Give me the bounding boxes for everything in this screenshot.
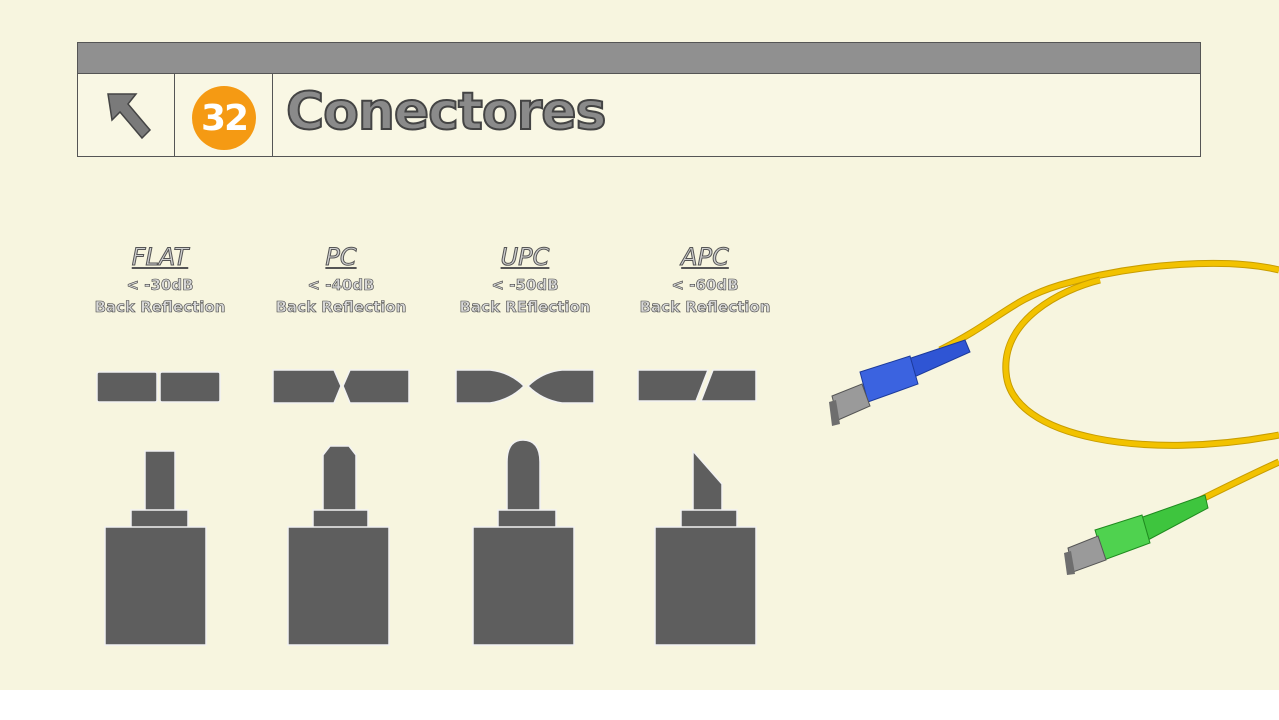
- patch-cable-illustration: [829, 259, 1279, 575]
- connector-label-upc: UPC < -50dB Back REflection: [445, 240, 605, 318]
- header-divider: [174, 74, 175, 156]
- slide-header: 32 Conectores: [77, 42, 1201, 157]
- reflection-label: Back Reflection: [94, 298, 226, 317]
- bottom-strip: [0, 690, 1279, 720]
- reflection-label: Back REflection: [459, 298, 591, 317]
- blue-connector: [829, 339, 971, 426]
- reflection-value: < -60dB: [671, 276, 739, 295]
- apc-ferrule: [654, 449, 757, 646]
- connector-name: FLAT: [131, 243, 189, 272]
- slide-number-badge: 32: [192, 86, 256, 150]
- reflection-label: Back Reflection: [639, 298, 771, 317]
- page-title: Conectores: [285, 81, 607, 143]
- green-connector: [1064, 494, 1209, 575]
- reflection-value: < -30dB: [126, 276, 194, 295]
- upc-mating-pair: [455, 369, 595, 404]
- connector-name: UPC: [500, 243, 550, 272]
- upc-ferrule: [472, 439, 575, 646]
- apc-mating-pair: [637, 369, 757, 402]
- connector-name: PC: [325, 243, 357, 272]
- back-arrow-icon[interactable]: [98, 86, 158, 146]
- reflection-value: < -50dB: [491, 276, 559, 295]
- pc-mating-pair: [272, 369, 410, 404]
- reflection-value: < -40dB: [307, 276, 375, 295]
- reflection-label: Back Reflection: [275, 298, 407, 317]
- header-bar: [77, 42, 1201, 74]
- connector-name: APC: [681, 243, 730, 272]
- header-box: 32 Conectores: [77, 74, 1201, 157]
- flat-mating-pair: [96, 371, 221, 403]
- flat-ferrule: [104, 450, 207, 646]
- pc-ferrule: [287, 445, 390, 646]
- connector-label-pc: PC < -40dB Back Reflection: [261, 240, 421, 318]
- connector-label-flat: FLAT < -30dB Back Reflection: [80, 240, 240, 318]
- header-divider: [272, 74, 273, 156]
- connector-label-apc: APC < -60dB Back Reflection: [625, 240, 785, 318]
